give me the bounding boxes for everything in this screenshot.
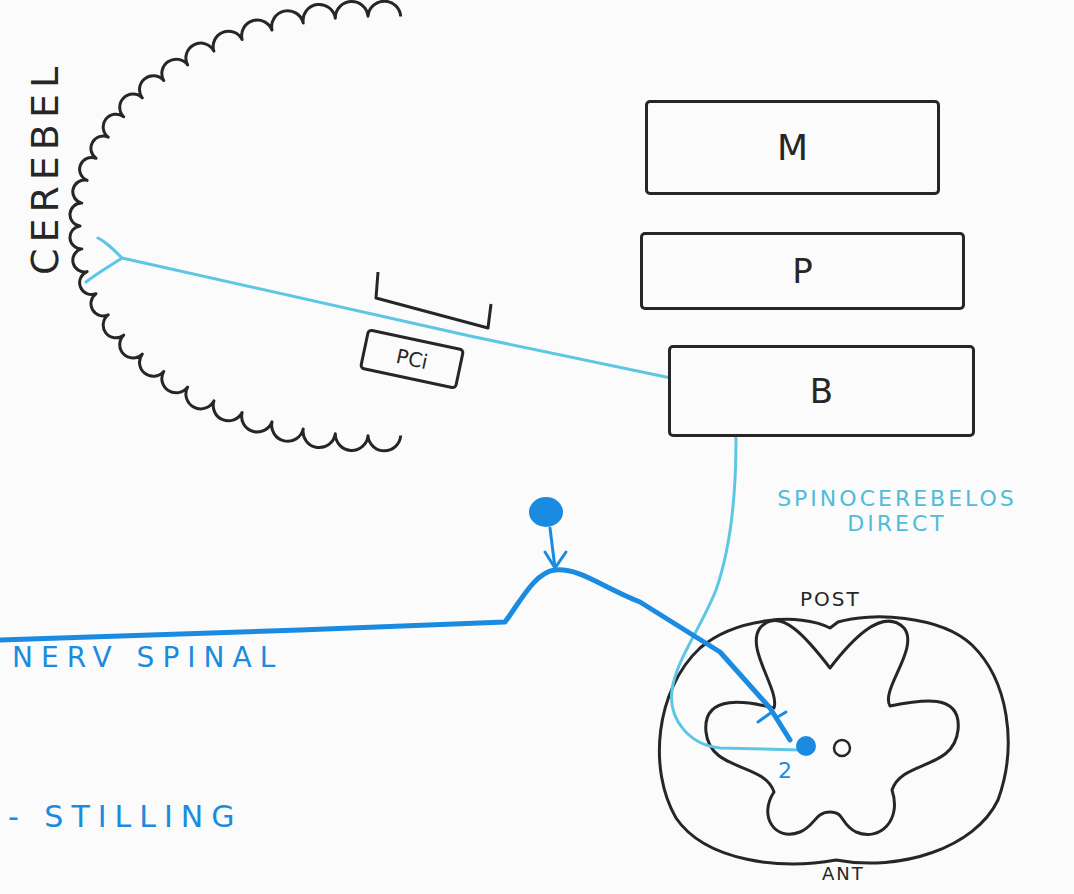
eponym-label: - STILLING <box>8 800 243 835</box>
box-label: M <box>777 127 808 168</box>
region-box: B <box>668 345 975 437</box>
nerve-label: NERV SPINAL <box>12 642 283 674</box>
orientation-label: POST <box>800 588 861 611</box>
spinal-cord-outline <box>659 617 1008 864</box>
ganglion-stem <box>545 528 566 568</box>
clarke-neuron <box>796 736 816 756</box>
region-box: P <box>640 232 965 310</box>
tract-label: SPINOCEREBELOS DIRECT <box>752 486 1042 537</box>
peduncle-box: PCi <box>359 328 466 390</box>
spinocerebellar-tract <box>122 258 800 750</box>
tract-ending <box>86 238 122 282</box>
grey-matter <box>706 620 959 834</box>
orientation-label: ANT <box>822 864 865 885</box>
box-label: PCi <box>394 344 430 374</box>
cerebellum-outline <box>70 1 401 451</box>
nerve-branch <box>758 712 786 722</box>
spinal-nerve <box>0 570 790 740</box>
box-label: P <box>792 251 813 291</box>
region-box: M <box>645 100 940 195</box>
central-canal <box>834 740 850 756</box>
ganglion-cell <box>529 497 563 527</box>
organ-label: CEREBEL <box>24 61 68 275</box>
box-label: B <box>810 371 833 411</box>
callout-number: 2 <box>778 758 792 783</box>
